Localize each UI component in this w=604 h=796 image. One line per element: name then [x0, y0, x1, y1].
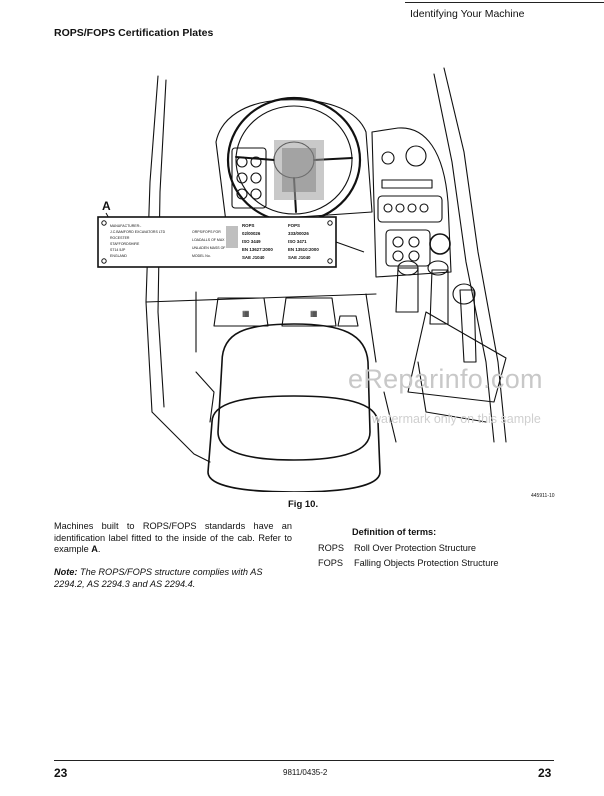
- compliance-note: Note: The ROPS/FOPS structure complies w…: [54, 567, 294, 590]
- plate-mid-line: LOADALLS OF MAX: [192, 238, 225, 242]
- plate-left-line: J.C.BAMFORD EXCAVATORS LTD: [110, 230, 166, 234]
- plate-fops-line: ISO 3471: [288, 239, 307, 244]
- svg-text:▦: ▦: [310, 309, 318, 318]
- plate-rops-line: ROPS: [242, 223, 255, 228]
- note-text: The ROPS/FOPS structure complies with AS…: [54, 567, 263, 589]
- plate-fops-line: EN 13510:2000: [288, 247, 319, 252]
- plate-mid-line: MODEL No.: [192, 254, 211, 258]
- plate-fops-line: FOPS: [288, 223, 300, 228]
- plate-left-line: MANUFACTURER:-: [110, 224, 142, 228]
- watermark-note: watermark only on this sample: [372, 412, 541, 426]
- plate-left-line: ROCESTER: [110, 236, 130, 240]
- watermark-site: eReparinfo.com: [348, 364, 543, 394]
- certification-plate: [97, 216, 337, 268]
- footer-rule: [54, 760, 554, 761]
- page-number-left: 23: [54, 766, 68, 780]
- definitions-title: Definition of terms:: [352, 527, 437, 537]
- document-number: 9811/0435-2: [283, 768, 328, 777]
- paragraph-text-end: .: [97, 544, 101, 554]
- plate-mid-line: ORPS/FOPS FOR: [192, 230, 221, 234]
- callout-letter: A: [102, 199, 111, 213]
- cab-interior-figure: ▦ ▦ A MANUFACTURER:- J.C.BAMFORD EXCAVAT…: [97, 67, 507, 492]
- section-title: ROPS/FOPS Certification Plates: [54, 27, 214, 39]
- plate-fops-line: SAE J1040: [288, 255, 311, 260]
- svg-text:▦: ▦: [242, 309, 250, 318]
- header-rule: [405, 2, 604, 3]
- plate-left-line: ENGLAND: [110, 254, 127, 258]
- plate-rops-line: 02/00026: [242, 231, 261, 236]
- definition-row: ROPS Roll Over Protection Structure: [318, 543, 476, 553]
- plate-rops-line: SAE J1040: [242, 255, 265, 260]
- definition-row: FOPS Falling Objects Protection Structure: [318, 558, 499, 568]
- plate-rops-line: EN 13627:2000: [242, 247, 273, 252]
- paragraph-text: Machines built to ROPS/FOPS standards ha…: [54, 521, 292, 554]
- definition-abbr: FOPS: [318, 558, 344, 568]
- figure-reference-number: 445911-10: [531, 493, 555, 499]
- plate-left-line: ST14 5JP: [110, 248, 126, 252]
- plate-fops-line: 333/00026: [288, 231, 309, 236]
- header-title: Identifying Your Machine: [410, 8, 525, 20]
- plate-mid-line: UNLADEN MASS OF: [192, 246, 225, 250]
- figure-caption: Fig 10.: [288, 499, 319, 510]
- note-label: Note:: [54, 567, 78, 577]
- plate-left-line: STAFFORDSHIRE: [110, 242, 140, 246]
- paragraph-ref-letter: A: [91, 544, 98, 554]
- definition-meaning: Falling Objects Protection Structure: [354, 558, 499, 568]
- definition-abbr: ROPS: [318, 543, 345, 553]
- definition-meaning: Roll Over Protection Structure: [354, 543, 477, 553]
- body-paragraph: Machines built to ROPS/FOPS standards ha…: [54, 521, 292, 556]
- plate-rops-line: ISO 3449: [242, 239, 261, 244]
- page-number-right: 23: [538, 766, 552, 780]
